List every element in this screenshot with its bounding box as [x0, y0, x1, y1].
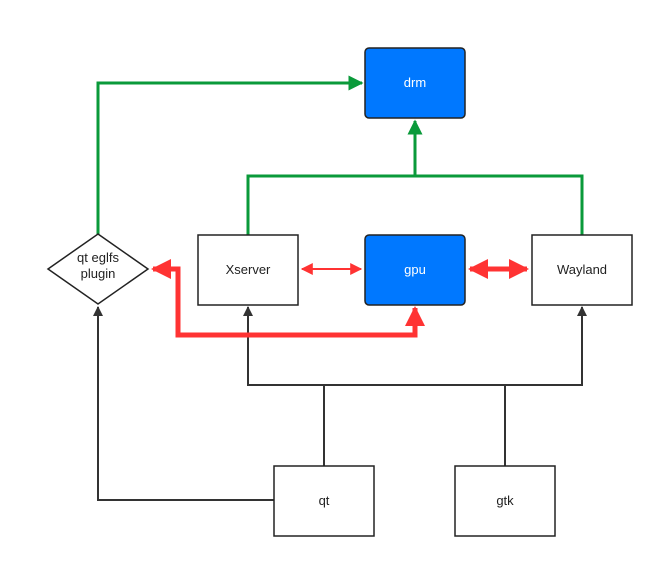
node-xserver-label: Xserver	[226, 262, 271, 277]
edge-bus-to-xserver	[243, 306, 415, 386]
node-eglfs-label-line1: qt eglfs	[77, 250, 119, 265]
node-gpu-label: gpu	[404, 262, 426, 277]
edge-qt-to-eglfs	[93, 306, 274, 501]
node-wayland: Wayland	[531, 234, 633, 306]
node-gtk: gtk	[454, 465, 556, 537]
node-wayland-label: Wayland	[557, 262, 607, 277]
node-eglfs-label-line2: plugin	[81, 266, 116, 281]
dark-edges	[93, 306, 587, 501]
edge-eglfs-gpu	[151, 259, 425, 338]
red-edges	[151, 259, 529, 338]
node-drm: drm	[364, 47, 466, 119]
green-edges	[96, 75, 584, 235]
edge-xserver-wayland-join	[246, 174, 584, 235]
node-qt-label: qt	[319, 493, 330, 508]
edge-eglfs-to-drm	[96, 75, 364, 234]
node-drm-label: drm	[404, 75, 426, 90]
node-gpu: gpu	[364, 234, 466, 306]
node-gtk-label: gtk	[496, 493, 514, 508]
node-qt: qt	[273, 465, 375, 537]
node-xserver: Xserver	[197, 234, 299, 306]
node-qt-eglfs-plugin: qt eglfs plugin	[46, 233, 150, 305]
edge-bus-to-wayland	[415, 306, 587, 386]
